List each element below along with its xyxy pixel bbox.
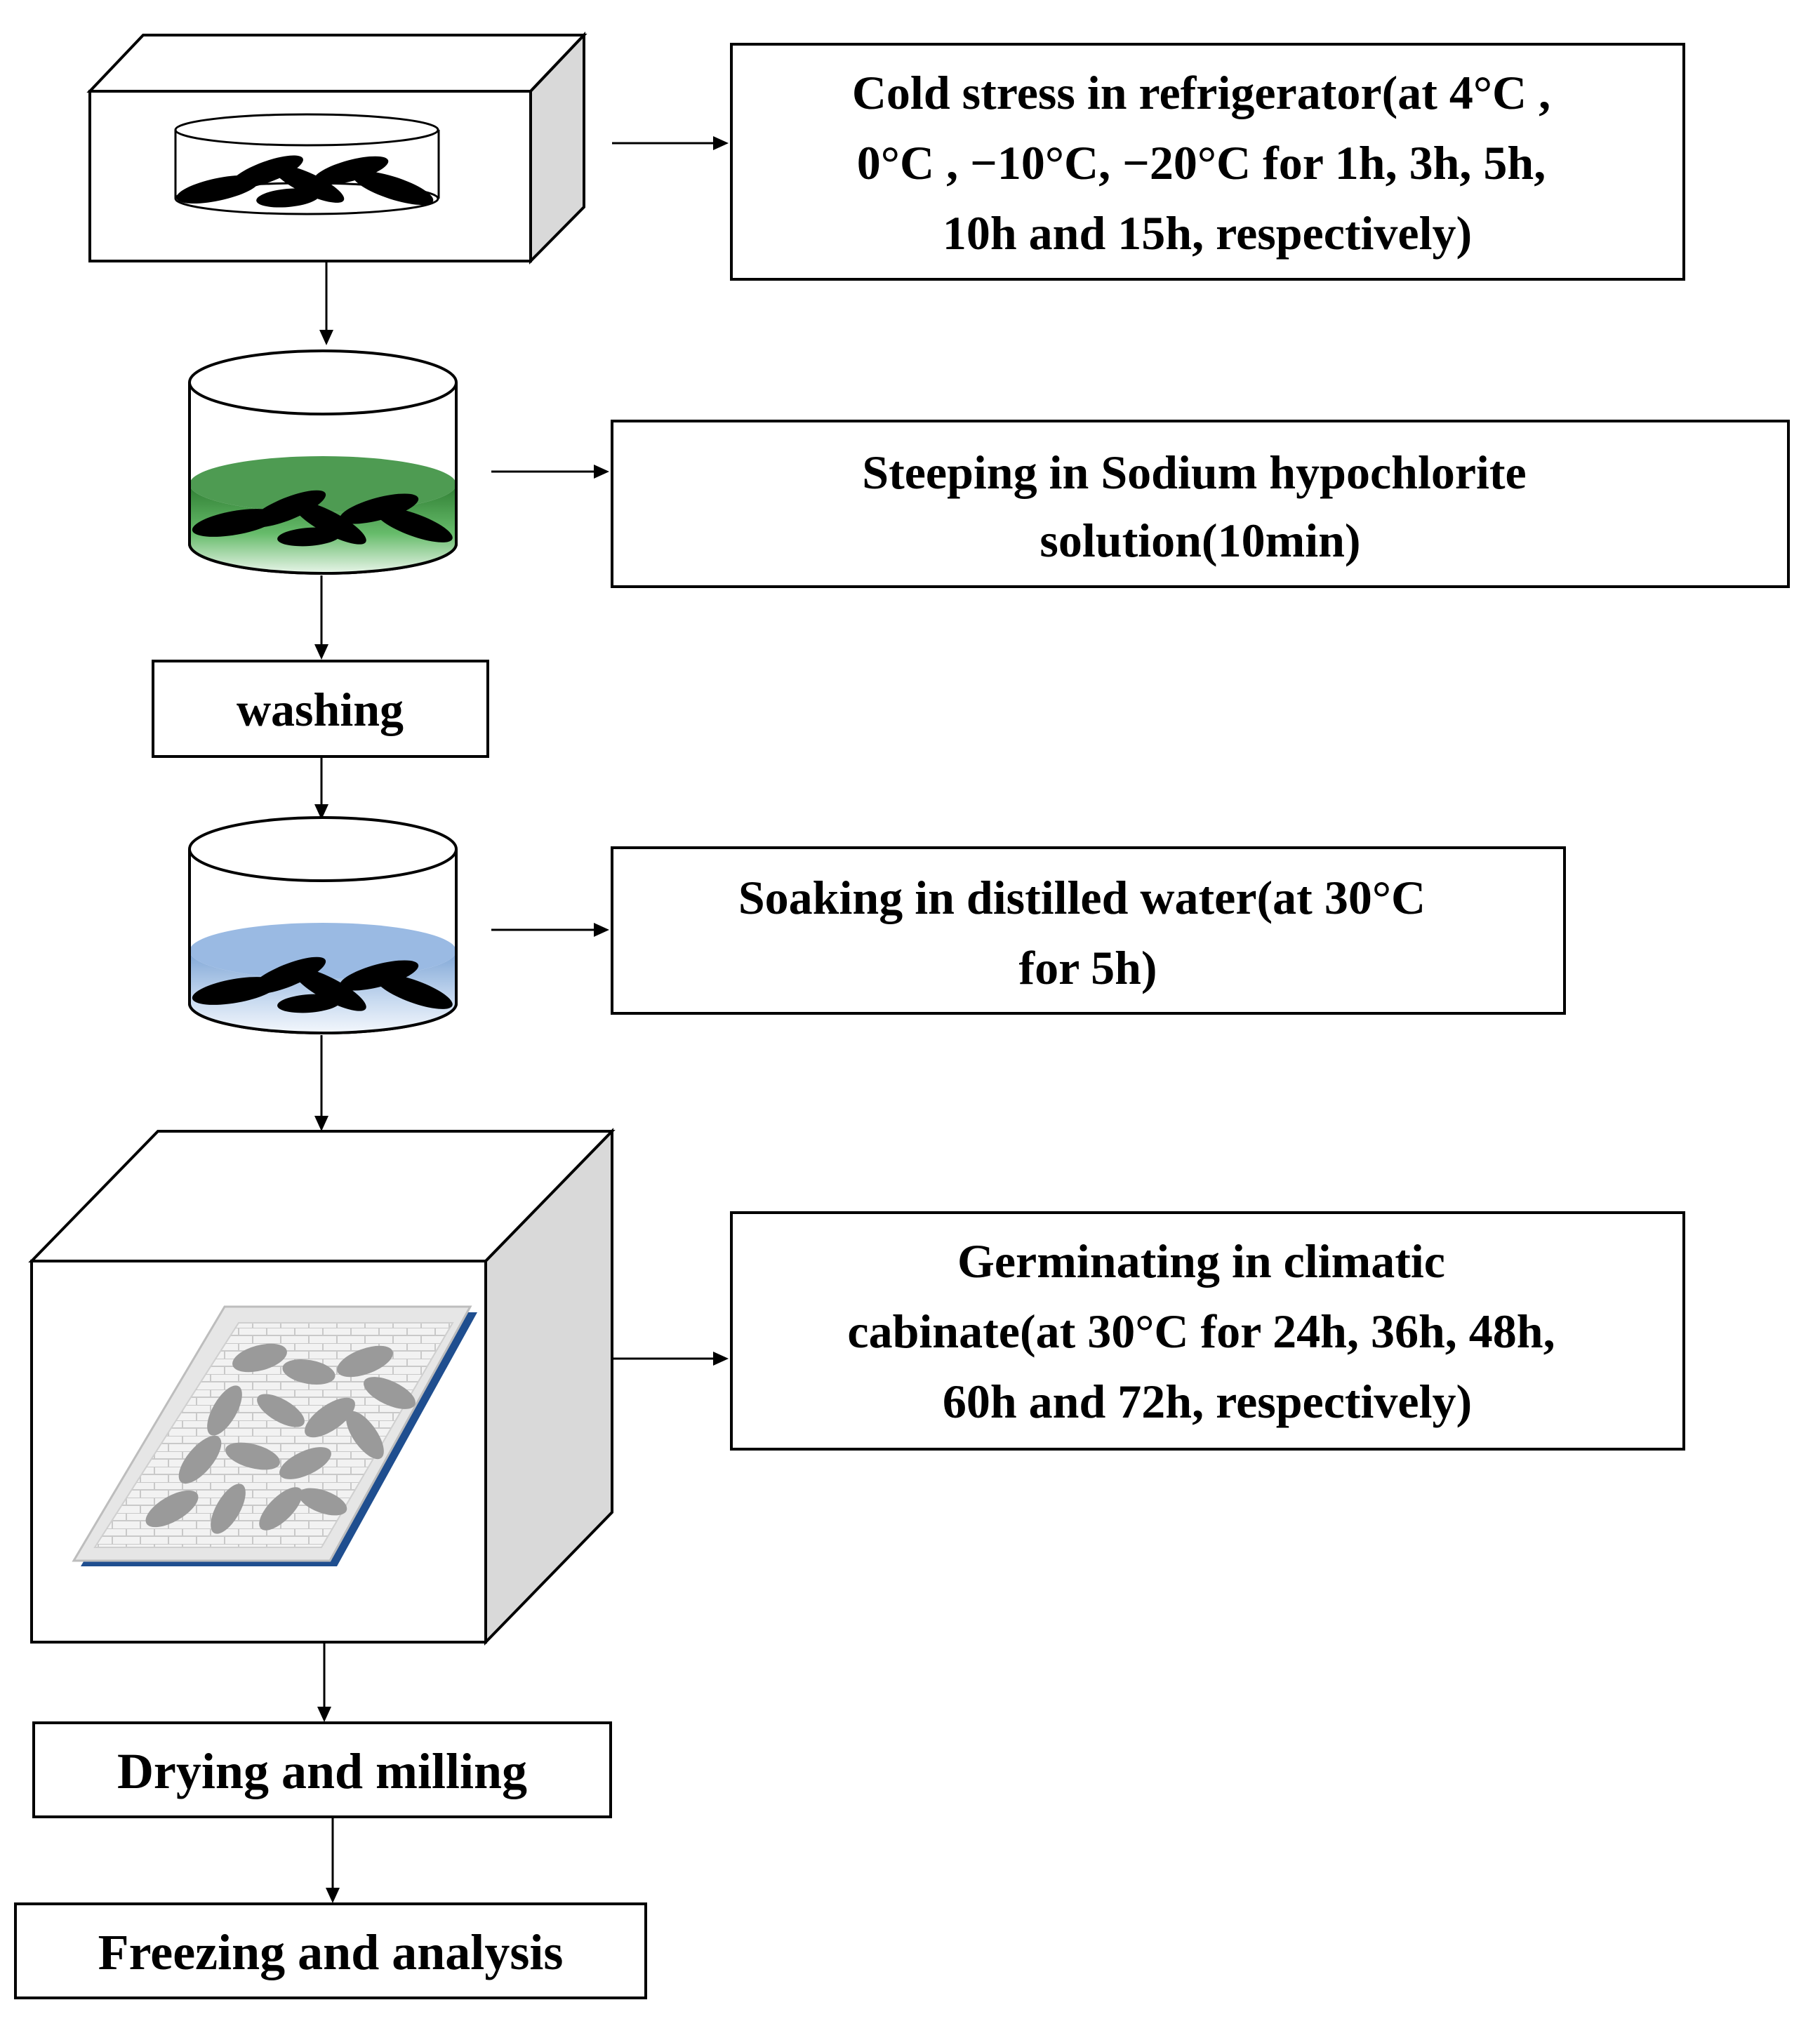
soaking-line-1: Soaking in distilled water(at 30°C	[738, 871, 1426, 924]
freezing-line-1: Freezing and analysis	[98, 1924, 564, 1980]
freezing-box: Freezing and analysis	[14, 1902, 647, 1999]
arrow-soaking-to-cabinet	[314, 1035, 328, 1131]
arrow-washing-to-soaking	[314, 756, 328, 820]
cold-stress-line-2: 0°C , −10°C, −20°C for 1h, 3h, 5h,	[857, 136, 1546, 189]
steeping-line-2: solution(10min)	[1039, 514, 1360, 567]
cold-stress-line-3: 10h and 15h, respectively)	[943, 206, 1472, 260]
drying-line-1: Drying and milling	[117, 1743, 527, 1799]
petri-dish-with-seeds	[174, 113, 440, 215]
cold-stress-box: Cold stress in refrigerator(at 4°C , 0°C…	[730, 43, 1685, 281]
arrow-to-soaking	[491, 923, 609, 937]
cold-stress-line-1: Cold stress in refrigerator(at 4°C ,	[852, 66, 1550, 119]
washing-box: washing	[152, 660, 489, 758]
climatic-cabinet-icon	[28, 1128, 616, 1646]
steeping-beaker-icon	[188, 349, 458, 575]
refrigerator-icon	[86, 31, 587, 265]
arrow-fridge-to-steeping	[319, 261, 333, 345]
washing-line-1: washing	[237, 683, 404, 736]
soaking-beaker-icon	[188, 816, 458, 1034]
arrow-steeping-to-washing	[314, 575, 328, 660]
germinating-label: Germinating in climatic cabinate(at 30°C…	[847, 1234, 1567, 1428]
arrow-drying-to-freezing	[326, 1817, 340, 1903]
steeping-line-1: Steeping in Sodium hypochlorite	[862, 446, 1527, 499]
drying-box: Drying and milling	[32, 1721, 612, 1818]
arrow-to-germinating	[612, 1352, 729, 1366]
soaking-box: Soaking in distilled water(at 30°C for 5…	[611, 846, 1566, 1015]
arrow-to-steeping	[491, 465, 609, 479]
drying-label: Drying and milling	[117, 1743, 527, 1799]
steeping-box: Steeping in Sodium hypochlorite solution…	[611, 420, 1790, 588]
soaking-line-2: for 5h)	[1018, 941, 1157, 994]
germinating-line-1: Germinating in climatic	[957, 1234, 1445, 1288]
germinating-line-2: cabinate(at 30°C for 24h, 36h, 48h,	[847, 1305, 1555, 1358]
seeds	[176, 155, 434, 208]
washing-label: washing	[237, 683, 404, 736]
freezing-label: Freezing and analysis	[98, 1924, 564, 1980]
steeping-label: Steeping in Sodium hypochlorite solution…	[862, 446, 1539, 567]
germinating-box: Germinating in climatic cabinate(at 30°C…	[730, 1211, 1685, 1451]
arrow-to-cold-stress	[612, 136, 729, 150]
germinating-line-3: 60h and 72h, respectively)	[943, 1375, 1472, 1428]
soaking-label: Soaking in distilled water(at 30°C for 5…	[738, 871, 1437, 994]
cold-stress-label: Cold stress in refrigerator(at 4°C , 0°C…	[852, 66, 1562, 260]
arrow-cabinet-to-drying	[317, 1642, 331, 1722]
germination-tray-icon	[72, 1305, 477, 1566]
